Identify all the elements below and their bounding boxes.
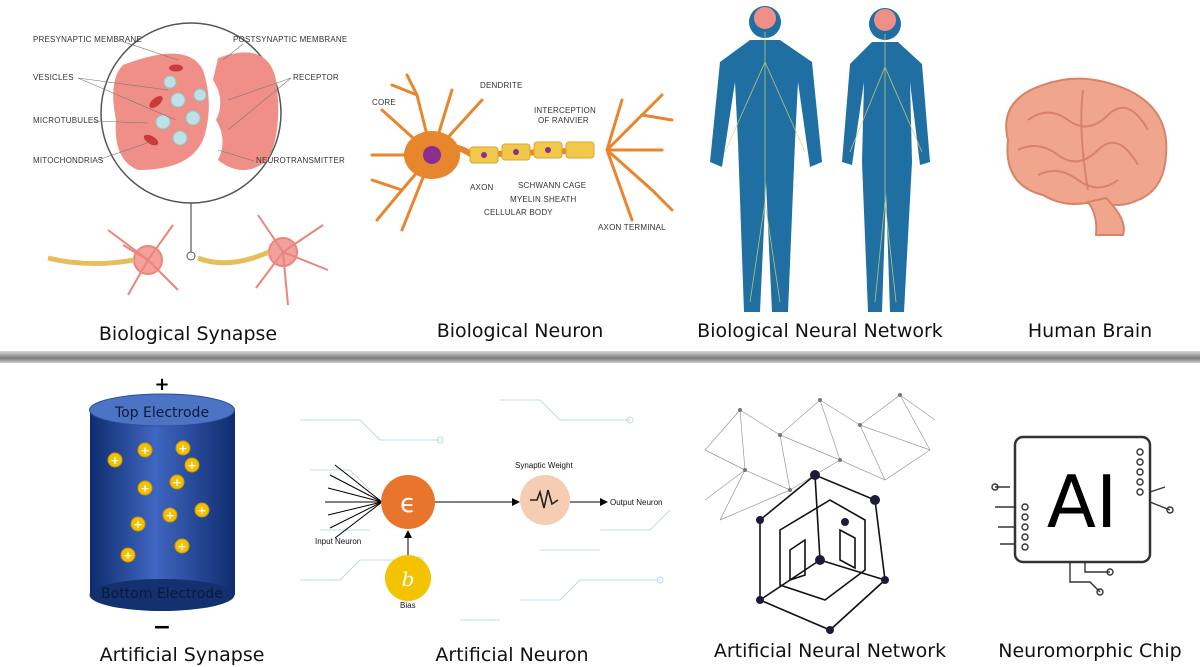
human-brain-panel — [988, 70, 1173, 240]
row-divider — [0, 351, 1200, 363]
bias-symbol: b — [402, 567, 415, 591]
label-mitochondrias: MITOCHONDRIAS — [33, 156, 103, 165]
synaptic-weight-label: Synaptic Weight — [515, 461, 573, 470]
neuron-illustration: CORE DENDRITE INTERCEPTION OF RANVIER AX… — [370, 73, 674, 232]
neuromorphic-chip-panel: AI — [990, 432, 1180, 602]
output-neuron-label: Output Neuron — [610, 498, 662, 507]
biological-network-panel — [700, 2, 960, 322]
artificial-neuron-diagram: ϵ b Input Neuron Synaptic Weight Output … — [300, 399, 671, 621]
svg-text:+: + — [172, 476, 181, 489]
minus-sign: − — [153, 615, 171, 640]
caption-artificial-synapse: Artificial Synapse — [99, 644, 265, 666]
svg-text:+: + — [165, 509, 174, 522]
svg-text:+: + — [178, 442, 187, 455]
label-axon: AXON — [470, 183, 493, 192]
caption-biological-neuron: Biological Neuron — [436, 320, 604, 342]
label-myelin: MYELIN SHEATH — [510, 195, 576, 204]
positive-ions: ++++ ++++ +++ — [107, 440, 210, 563]
biological-synapse-panel: PRESYNAPTIC MEMBRANE POSTSYNAPTIC MEMBRA… — [28, 20, 348, 320]
caption-biological-synapse: Biological Synapse — [98, 323, 278, 345]
top-electrode-label: Top Electrode — [114, 405, 209, 421]
svg-text:+: + — [197, 504, 206, 517]
waveform-icon — [530, 489, 559, 509]
label-interception-2: OF RANVIER — [538, 116, 589, 125]
svg-text:+: + — [133, 518, 142, 531]
label-interception-1: INTERCEPTION — [534, 106, 596, 115]
caption-artificial-network: Artificial Neural Network — [713, 640, 947, 662]
artificial-network-panel — [700, 390, 940, 635]
artificial-neuron-panel: ϵ b Input Neuron Synaptic Weight Output … — [300, 380, 690, 640]
brain-illustration — [1005, 77, 1168, 236]
network-illustration — [704, 393, 936, 634]
label-core: CORE — [372, 98, 396, 107]
synapse-cylinder: + Top Electrode Bottom Electrode ++++ ++… — [89, 374, 235, 640]
human-bodies-illustration — [710, 6, 930, 312]
sum-symbol: ϵ — [400, 489, 416, 519]
biological-neuron-panel: CORE DENDRITE INTERCEPTION OF RANVIER AX… — [362, 70, 682, 270]
label-vesicles: VESICLES — [33, 73, 74, 82]
synapse-illustration: PRESYNAPTIC MEMBRANE POSTSYNAPTIC MEMBRA… — [33, 22, 347, 306]
label-schwann: SCHWANN CAGE — [518, 181, 586, 190]
label-neurotransmitter: NEUROTRANSMITTER — [256, 156, 345, 165]
circuit-background — [300, 399, 671, 621]
bottom-electrode-label: Bottom Electrode — [101, 586, 223, 602]
sum-node — [381, 475, 435, 529]
svg-text:+: + — [187, 459, 196, 472]
chip-ai-text: AI — [1047, 460, 1118, 544]
label-presynaptic: PRESYNAPTIC MEMBRANE — [33, 35, 142, 44]
chip-illustration: AI — [991, 435, 1174, 596]
caption-artificial-neuron: Artificial Neuron — [435, 644, 589, 666]
input-neuron-label: Input Neuron — [315, 537, 361, 546]
svg-text:+: + — [110, 454, 119, 467]
caption-human-brain: Human Brain — [1027, 320, 1153, 342]
input-lines — [325, 464, 383, 539]
label-microtubules: MICROTUBULES — [33, 116, 99, 125]
label-receptor: RECEPTOR — [293, 73, 339, 82]
svg-text:+: + — [123, 549, 132, 562]
bias-node — [385, 555, 431, 601]
caption-neuromorphic-chip: Neuromorphic Chip — [998, 640, 1182, 662]
caption-biological-network: Biological Neural Network — [697, 320, 943, 342]
artificial-synapse-panel: + Top Electrode Bottom Electrode ++++ ++… — [70, 372, 260, 640]
svg-text:+: + — [177, 540, 186, 553]
label-axon-terminal: AXON TERMINAL — [598, 223, 666, 232]
label-postsynaptic: POSTSYNAPTIC MEMBRANE — [233, 35, 347, 44]
svg-text:+: + — [140, 482, 149, 495]
label-cellular: CELLULAR BODY — [484, 208, 553, 217]
svg-text:+: + — [140, 444, 149, 457]
bias-label: Bias — [400, 601, 416, 610]
plus-sign: + — [154, 374, 169, 395]
label-dendrite: DENDRITE — [480, 81, 523, 90]
